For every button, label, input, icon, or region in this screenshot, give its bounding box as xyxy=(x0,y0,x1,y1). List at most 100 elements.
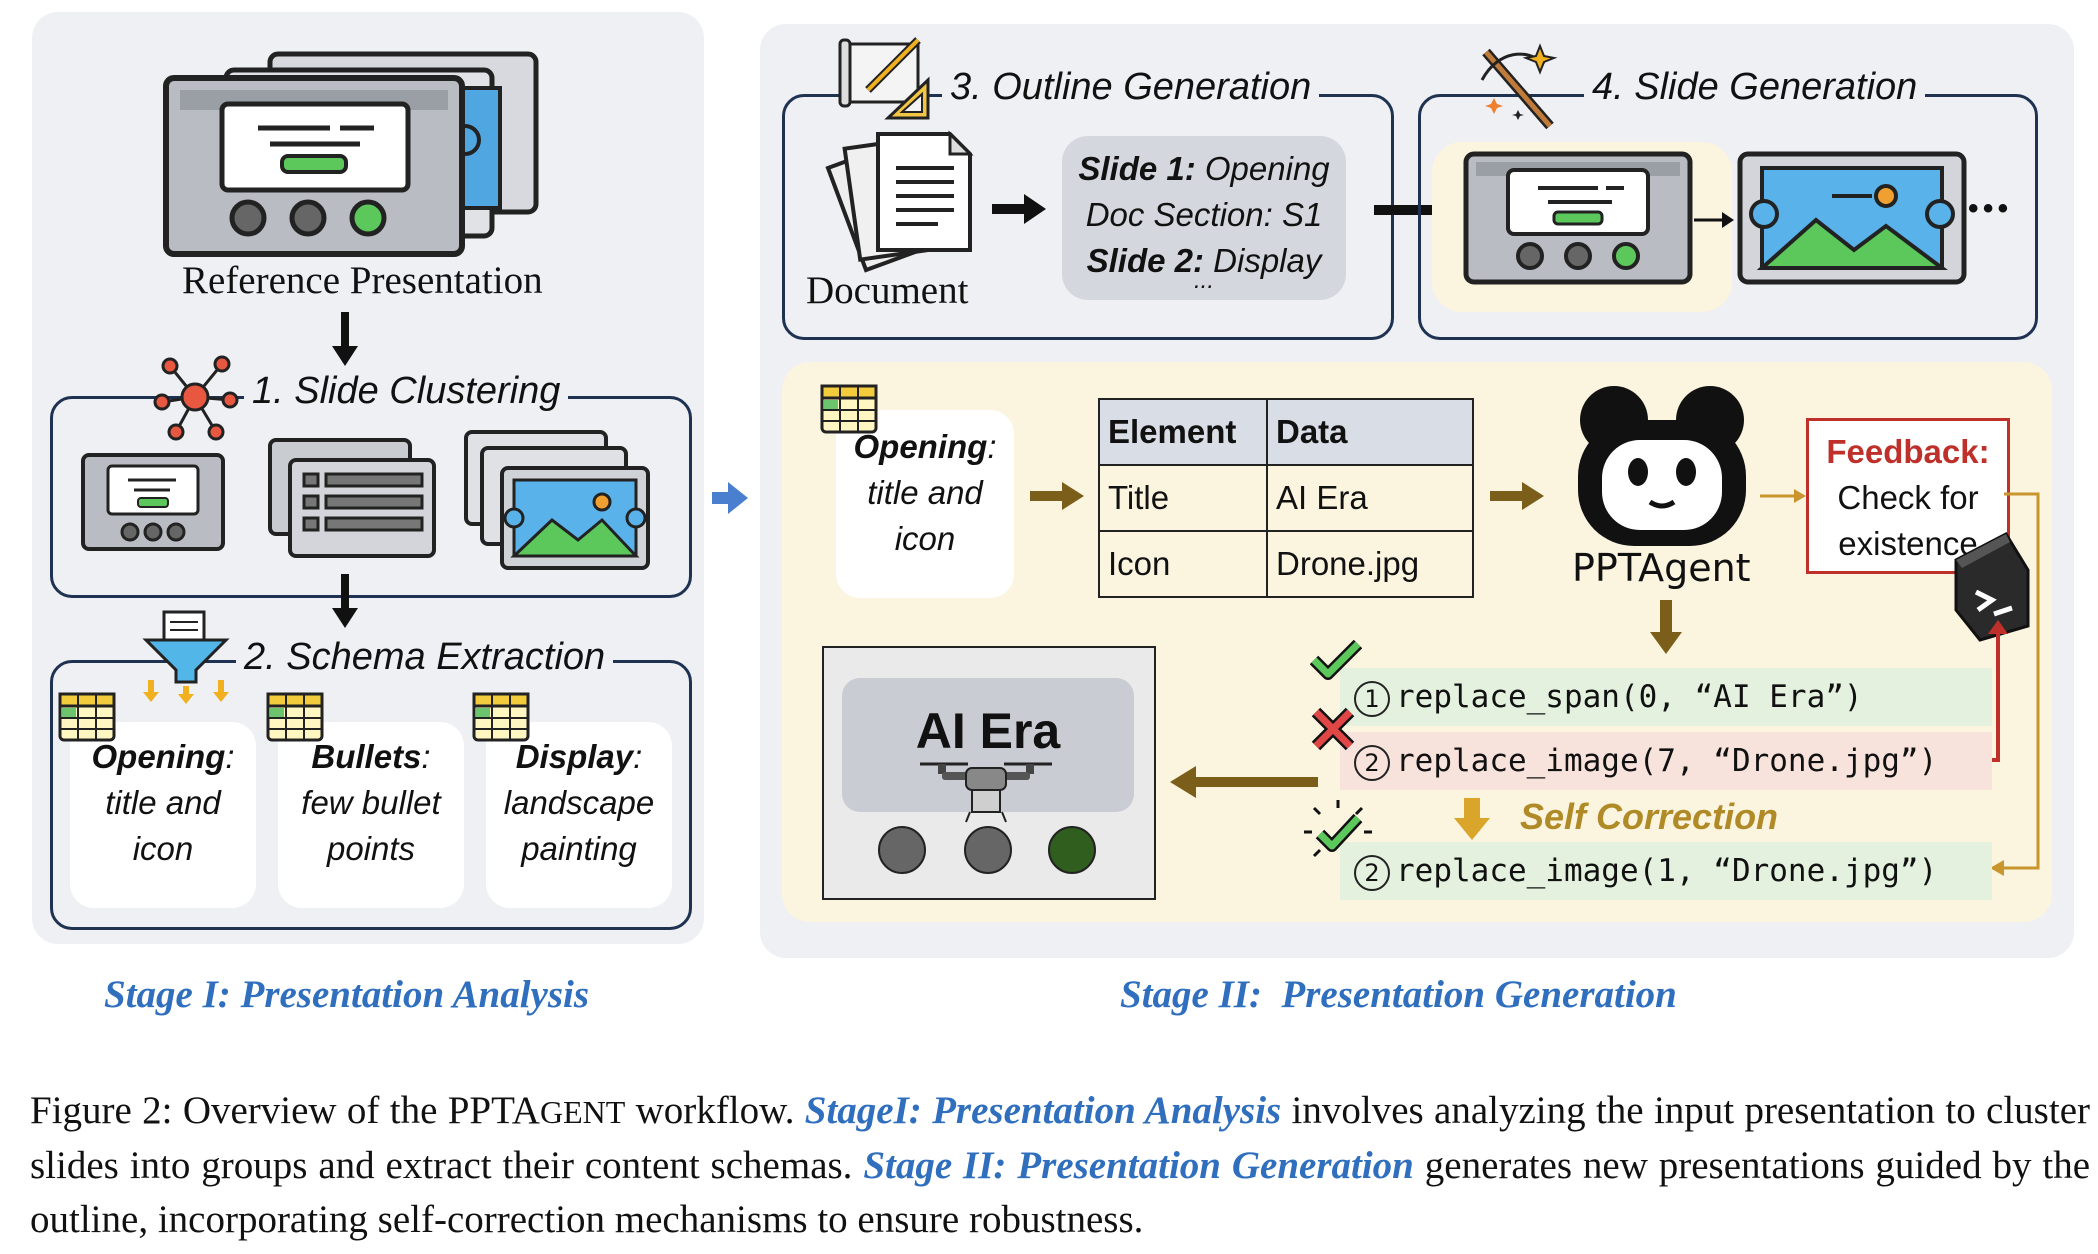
caption-highlight-stage2: Stage II: Presentation Generation xyxy=(863,1144,1414,1187)
outline-slide2-name: Display xyxy=(1204,242,1322,279)
caption-text: generates new presentations guided by th… xyxy=(30,1144,2090,1241)
more-slides-ellipsis: • • • xyxy=(1968,192,2008,225)
outline-slide1-name: Opening xyxy=(1195,150,1330,187)
table-row: Title AI Era xyxy=(1098,464,1474,532)
bullets-slide-thumb-icon xyxy=(268,438,436,558)
reference-presentation-icon xyxy=(163,51,539,257)
table-cell: Drone.jpg xyxy=(1266,530,1474,598)
code-text: replace_span(0, “AI Era”) xyxy=(1396,679,1863,715)
step3-title: 3. Outline Generation xyxy=(942,66,1320,109)
outline-more: ... xyxy=(1193,267,1214,294)
result-dot-3 xyxy=(1048,826,1096,874)
schema-line: landscape xyxy=(503,784,655,821)
element-data-table: Element Data Title AI Era Icon Drone.jpg xyxy=(1098,398,1474,598)
display-slide-thumb-icon xyxy=(464,430,650,570)
step4-title: 4. Slide Generation xyxy=(1584,66,1926,109)
pptagent-label: PPTAgent xyxy=(1572,546,1751,590)
terminal-icon xyxy=(1954,532,2030,642)
table-icon xyxy=(266,692,324,742)
table-cell: Title xyxy=(1098,464,1268,532)
schema-line: icon xyxy=(894,520,956,557)
schema-name: Opening xyxy=(91,738,226,775)
table-header-element: Element xyxy=(1098,398,1268,466)
schema-line: icon xyxy=(132,830,194,867)
opening-schema-card: Opening: title and icon xyxy=(836,410,1014,598)
arrow-left-icon xyxy=(1170,766,1318,798)
document-icon xyxy=(825,130,974,273)
magic-wand-icon xyxy=(1480,43,1558,130)
schema-card-bullets: Bullets: few bullet points xyxy=(278,722,464,908)
schema-name: Opening xyxy=(853,428,988,465)
schema-line: few bullet xyxy=(301,784,441,821)
arrow-right-icon xyxy=(1760,489,1806,503)
schema-line: points xyxy=(326,830,416,867)
check-icon xyxy=(1310,640,1362,680)
table-icon xyxy=(58,692,116,742)
outline-slide2-label: Slide 2: xyxy=(1086,242,1204,279)
check-sparkle-icon xyxy=(1304,800,1372,858)
table-cell: Icon xyxy=(1098,530,1268,598)
arrow-right-icon xyxy=(1490,482,1544,510)
opening-slide-thumb-icon xyxy=(81,453,225,551)
drone-icon xyxy=(920,762,1052,823)
caption-highlight-stage1: StageI: Presentation Analysis xyxy=(804,1089,1282,1132)
table-icon xyxy=(472,692,530,742)
stage1-caption: Stage I: Presentation Analysis xyxy=(104,973,590,1016)
schema-line: title and xyxy=(105,784,221,821)
schema-card-opening: Opening: title and icon xyxy=(70,722,256,908)
schema-card-display: Display: landscape painting xyxy=(486,722,672,908)
funnel-icon xyxy=(142,610,230,704)
feedback-line: Check for xyxy=(1837,479,1979,516)
step2-title: 2. Schema Extraction xyxy=(236,636,614,679)
result-dot-1 xyxy=(878,826,926,874)
generated-slide-display-icon xyxy=(1737,151,1967,285)
caption-prefix: Figure 2: Overview of the PPTA xyxy=(30,1089,540,1132)
document-label: Document xyxy=(806,269,969,312)
reference-presentation-label: Reference Presentation xyxy=(182,259,543,302)
arrow-right-icon xyxy=(1030,482,1084,510)
feedback-loop-arrow xyxy=(1990,492,2040,876)
outline-slide1-label: Slide 1: xyxy=(1078,150,1196,187)
blueprint-pencil-icon xyxy=(838,37,930,120)
arrow-right-icon xyxy=(992,194,1046,224)
feedback-box: Feedback: Check for existence xyxy=(1806,418,2010,574)
table-icon xyxy=(820,384,878,434)
feedback-line: existence xyxy=(1838,525,1978,562)
schema-name: Bullets xyxy=(311,738,422,775)
generated-slide-opening-icon xyxy=(1463,151,1693,285)
feedback-title: Feedback: xyxy=(1826,433,1990,470)
arrow-right-icon xyxy=(712,482,748,514)
step-number: 2 xyxy=(1354,854,1390,891)
arrow-down-icon xyxy=(332,312,358,366)
schema-line: title and xyxy=(867,474,983,511)
table-cell: AI Era xyxy=(1266,464,1474,532)
arrow-right-icon xyxy=(1694,212,1734,228)
caption-smallcaps: GENT xyxy=(539,1094,626,1130)
figure-caption: Figure 2: Overview of the PPTAGENT workf… xyxy=(30,1084,2090,1247)
schema-name: Display xyxy=(515,738,634,775)
arrow-down-icon xyxy=(1454,798,1490,840)
arrow-down-icon xyxy=(332,574,358,628)
cross-icon xyxy=(1311,707,1355,751)
code-text: replace_image(1, “Drone.jpg”) xyxy=(1396,853,1938,889)
caption-text: involves analyzing the input presentatio… xyxy=(30,1089,2090,1187)
table-row: Icon Drone.jpg xyxy=(1098,530,1474,598)
cluster-network-icon xyxy=(153,355,239,441)
outline-box: Slide 1: Opening Doc Section: S1 Slide 2… xyxy=(1062,136,1346,300)
schema-line: painting xyxy=(521,830,637,867)
step1-title: 1. Slide Clustering xyxy=(244,370,569,413)
code-text: replace_image(7, “Drone.jpg”) xyxy=(1396,743,1938,779)
arrow-down-icon xyxy=(1650,600,1682,654)
step-number: 1 xyxy=(1354,680,1390,717)
caption-text: workflow. xyxy=(625,1089,805,1132)
pptagent-robot-icon xyxy=(1578,386,1746,546)
self-correction-label: Self Correction xyxy=(1520,796,1779,837)
result-slide-title: AI Era xyxy=(915,703,1061,759)
outline-slide1-section: Doc Section: S1 xyxy=(1085,196,1323,233)
step-number: 2 xyxy=(1354,744,1390,781)
table-header-data: Data xyxy=(1266,398,1474,466)
stage2-caption: Stage II: Presentation Generation xyxy=(1120,973,1677,1016)
